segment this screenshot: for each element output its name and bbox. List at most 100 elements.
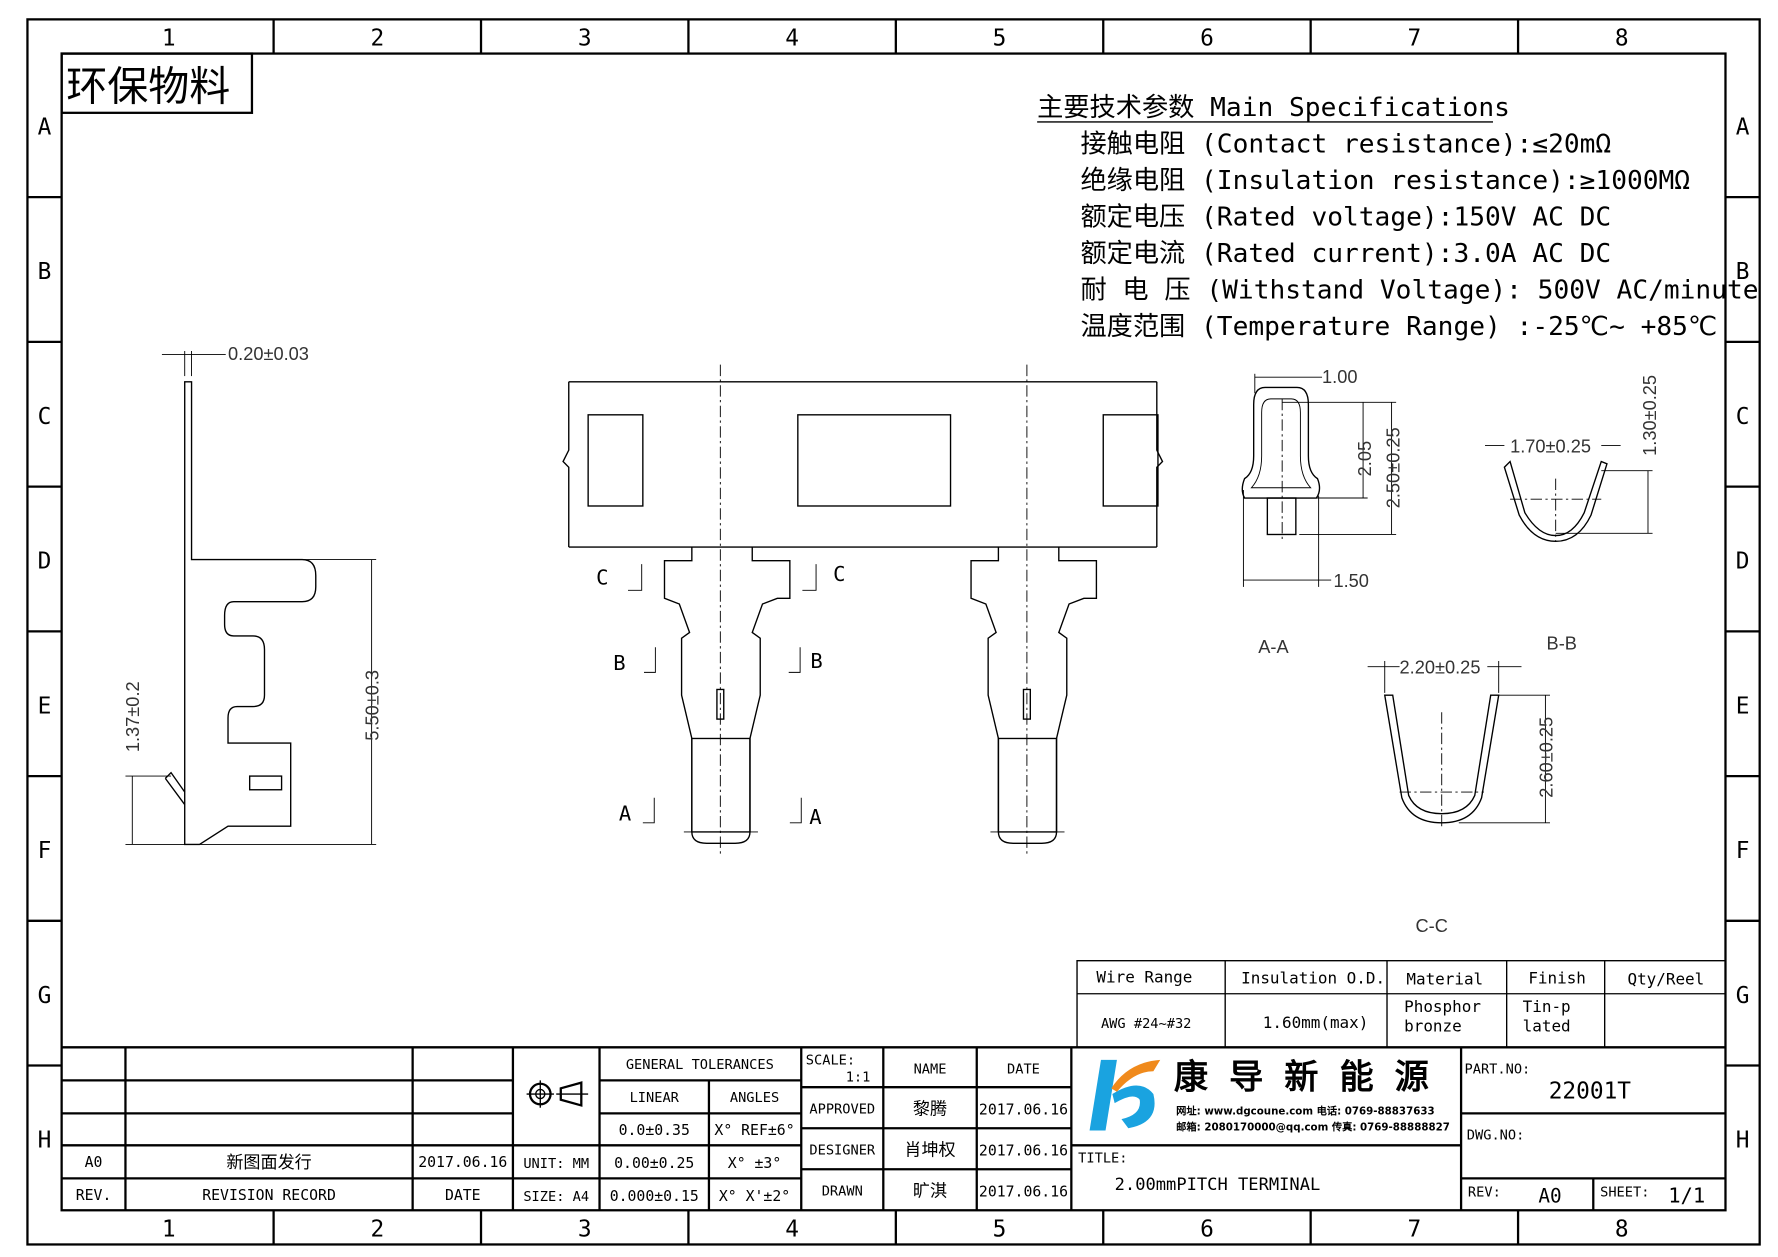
col-label: 5 xyxy=(993,1216,1007,1242)
row-label: F xyxy=(38,838,52,864)
spec-table: Wire Range Insulation O.D. Material Fini… xyxy=(1076,960,1727,1048)
row-label: A xyxy=(38,114,52,140)
front-view: C C B B A A xyxy=(562,364,1164,855)
designed-date: 2017.06.16 xyxy=(979,1143,1068,1160)
section-marker-b: B xyxy=(810,649,822,673)
spec-value-od: 1.60mm(max) xyxy=(1263,1013,1369,1032)
approved-date: 2017.06.16 xyxy=(979,1102,1068,1119)
signoff-block: SCALE: 1:1 NAME DATE APPROVED 黎腾 2017.06… xyxy=(801,1047,1073,1211)
revision-header-rev: REV. xyxy=(76,1187,112,1204)
tolerance-title: GENERAL TOLERANCES xyxy=(626,1057,774,1073)
side-view: 0.20±0.03 5.50±0.3 1.37±0.2 xyxy=(122,343,382,846)
tolerance-linear-value: 0.00±0.25 xyxy=(614,1155,694,1172)
dim-aa-width-1: 1.00 xyxy=(1322,366,1357,387)
col-label: 2 xyxy=(370,1216,384,1242)
eco-badge: 环保物料 xyxy=(66,62,230,110)
drawn-date: 2017.06.16 xyxy=(979,1184,1068,1201)
revision-header-record: REVISION RECORD xyxy=(202,1187,336,1204)
spec-value-material: Phosphor bronze xyxy=(1404,998,1481,1036)
spec-line: 耐 电 压 (Withstand Voltage): 500V AC/minut… xyxy=(1080,276,1758,306)
spec-value-wire: AWG #24~#32 xyxy=(1101,1016,1191,1032)
dim-bb-width: 1.70±0.25 xyxy=(1510,435,1591,456)
col-label: 8 xyxy=(1615,1216,1629,1242)
company-contact: 邮箱: 2080170000@qq.com 传真: 0769-88888827 xyxy=(1176,1121,1450,1134)
col-label: 2 xyxy=(370,26,384,52)
projection-symbol-icon xyxy=(526,1080,589,1108)
dim-thickness: 0.20±0.03 xyxy=(228,343,309,364)
row-label: H xyxy=(1736,1128,1750,1154)
row-label: F xyxy=(1736,838,1750,864)
unit-label: UNIT: MM xyxy=(523,1156,589,1172)
section-b-b: 1.70±0.25 1.30±0.25 B-B xyxy=(1485,375,1660,654)
col-label: 4 xyxy=(785,1216,799,1242)
col-label: 1 xyxy=(162,1216,176,1242)
tolerance-linear-value: 0.000±0.15 xyxy=(610,1188,699,1205)
dim-offset: 1.37±0.2 xyxy=(122,681,143,752)
section-title-cc: C-C xyxy=(1416,915,1448,936)
col-label: 6 xyxy=(1200,1216,1214,1242)
title-label: TITLE: xyxy=(1078,1150,1127,1166)
tolerance-block: GENERAL TOLERANCES LINEAR ANGLES 0.0±0.3… xyxy=(523,1047,803,1211)
row-label: B xyxy=(1736,259,1750,285)
spec-header: Insulation O.D. xyxy=(1241,968,1385,987)
col-label: 1 xyxy=(162,26,176,52)
role-approved: APPROVED xyxy=(809,1101,875,1117)
scale-value: 1:1 xyxy=(846,1069,871,1085)
company-name: 康 导 新 能 源 xyxy=(1174,1057,1433,1097)
role-drawn: DRAWN xyxy=(822,1183,863,1199)
approver-name: 黎腾 xyxy=(913,1100,947,1120)
spec-line: 额定电流 (Rated current):3.0A AC DC xyxy=(1080,239,1611,269)
col-label: 5 xyxy=(993,26,1007,52)
title-block: 康 导 新 能 源 网址: www.dgcoune.com 电话: 0769-8… xyxy=(1071,1046,1726,1211)
date-header: DATE xyxy=(1007,1062,1040,1078)
drawn-name: 旷淇 xyxy=(913,1182,947,1202)
dim-height: 5.50±0.3 xyxy=(361,670,382,741)
specs-title: 主要技术参数 Main Specifications xyxy=(1037,93,1510,123)
spec-header: Qty/Reel xyxy=(1627,970,1704,989)
section-marker-b: B xyxy=(613,651,625,675)
tolerance-angle-value: X° ±3° xyxy=(728,1155,781,1172)
row-label: A xyxy=(1736,114,1750,140)
row-label: D xyxy=(1736,549,1750,575)
col-label: 7 xyxy=(1408,26,1422,52)
rev-value: A0 xyxy=(1538,1184,1561,1207)
sheet-value: 1/1 xyxy=(1668,1183,1705,1207)
section-a-a: 1.00 2.05 2.50±0.25 1.50 A-A xyxy=(1241,366,1404,657)
col-label: 6 xyxy=(1200,26,1214,52)
col-label: 3 xyxy=(578,1216,592,1242)
drawing-title: 2.00mmPITCH TERMINAL xyxy=(1115,1175,1321,1195)
revision-header-date: DATE xyxy=(445,1187,481,1204)
tolerance-angles: ANGLES xyxy=(730,1090,779,1106)
row-label: G xyxy=(38,983,52,1009)
dim-cc-width: 2.20±0.25 xyxy=(1400,657,1481,678)
spec-line: 绝缘电阻 (Insulation resistance):≥1000MΩ xyxy=(1080,166,1690,196)
tolerance-angle-value: X° REF±6° xyxy=(714,1122,794,1139)
section-marker-c: C xyxy=(596,566,608,590)
scale-label: SCALE: xyxy=(806,1052,855,1068)
col-label: 4 xyxy=(785,26,799,52)
rev-label: REV: xyxy=(1468,1185,1501,1201)
part-no-label: PART.NO: xyxy=(1465,1062,1531,1078)
row-label: G xyxy=(1736,983,1750,1009)
spec-value-finish: Tin-plated xyxy=(1522,998,1571,1036)
spec-line: 额定电压 (Rated voltage):150V AC DC xyxy=(1080,203,1611,233)
dim-aa-height-2: 2.50±0.25 xyxy=(1383,427,1404,508)
main-specifications: 主要技术参数 Main Specifications 接触电阻 (Contact… xyxy=(1037,93,1758,342)
dim-cc-height: 2.60±0.25 xyxy=(1535,717,1556,798)
row-label: C xyxy=(38,404,52,430)
revision-table: A0 新图面发行 2017.06.16 REV. REVISION RECORD… xyxy=(61,1046,1078,1211)
spec-header: Finish xyxy=(1528,968,1586,987)
spec-header: Wire Range xyxy=(1096,967,1192,986)
col-label: 8 xyxy=(1615,26,1629,52)
row-label: C xyxy=(1736,404,1750,430)
dwg-no-label: DWG.NO: xyxy=(1467,1128,1525,1144)
col-label: 7 xyxy=(1408,1216,1422,1242)
company-logo xyxy=(1089,1059,1161,1131)
section-marker-a: A xyxy=(619,802,631,826)
spec-line: 接触电阻 (Contact resistance):≤20mΩ xyxy=(1080,130,1611,160)
size-label: SIZE: A4 xyxy=(523,1189,589,1205)
spec-header: Material xyxy=(1406,970,1483,989)
spec-line: 温度范围 (Temperature Range) :-25℃~ +85℃ xyxy=(1080,312,1717,342)
